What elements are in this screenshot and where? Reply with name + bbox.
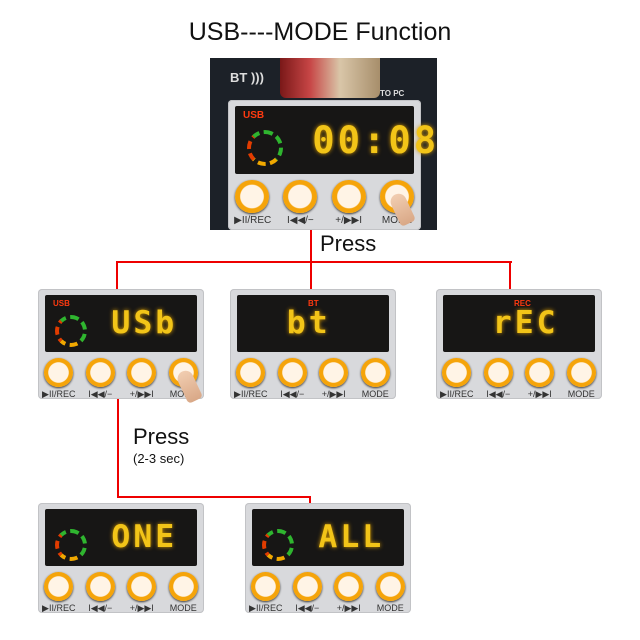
- mode-indicator: REC: [514, 299, 531, 308]
- button-mode[interactable]: [168, 572, 198, 601]
- press-label: Press: [320, 231, 377, 256]
- segment-display-text: bt: [286, 305, 331, 342]
- button-prev[interactable]: [277, 358, 307, 387]
- progress-ring-icon: [247, 129, 284, 167]
- lcd-display: ALL: [252, 509, 404, 567]
- segment-display-text: 00:08: [312, 118, 440, 163]
- button-label: MODE: [376, 602, 404, 613]
- button-mode[interactable]: [566, 358, 596, 387]
- wifi-signal-icon: ))): [250, 70, 264, 85]
- segment-display-text: ALL: [318, 519, 385, 556]
- button-label: +/▶▶I: [336, 602, 361, 613]
- page-title: USB----MODE Function: [188, 18, 452, 46]
- mode-indicator: USB: [243, 110, 265, 121]
- button-label: ▶II/REC: [440, 388, 474, 399]
- to-pc-label: TO PC: [380, 89, 405, 98]
- button-label: MODE: [567, 388, 595, 399]
- button-play-rec[interactable]: [44, 572, 74, 601]
- button-next[interactable]: [331, 179, 366, 214]
- button-label: I◀◀/−: [286, 215, 314, 227]
- button-label: I◀◀/−: [280, 388, 305, 399]
- button-next[interactable]: [127, 572, 157, 601]
- button-next[interactable]: [334, 572, 364, 601]
- button-label: +/▶▶I: [527, 388, 552, 399]
- button-mode[interactable]: [360, 358, 390, 387]
- button-next[interactable]: [525, 358, 555, 387]
- button-label: ▶II/REC: [249, 602, 283, 613]
- button-play-rec[interactable]: [44, 358, 74, 387]
- button-play-rec[interactable]: [442, 358, 472, 387]
- connector-line: [117, 398, 119, 498]
- button-label: +/▶▶I: [129, 388, 154, 399]
- button-label: +/▶▶I: [335, 215, 363, 227]
- connector-line: [116, 261, 512, 263]
- segment-display-text: USb: [111, 305, 178, 342]
- button-prev[interactable]: [85, 358, 115, 387]
- connector-line: [310, 230, 312, 263]
- mode-panel-one: ONE ▶II/REC I◀◀/− +/▶▶I MODE: [38, 503, 204, 613]
- segment-display-text: ONE: [111, 519, 178, 556]
- mode-indicator: USB: [53, 299, 70, 308]
- button-next[interactable]: [127, 358, 157, 387]
- button-label: ▶II/REC: [234, 215, 272, 227]
- button-prev[interactable]: [292, 572, 322, 601]
- button-label: MODE: [381, 215, 412, 227]
- button-play-rec[interactable]: [236, 358, 266, 387]
- button-prev[interactable]: [483, 358, 513, 387]
- button-label: I◀◀/−: [88, 388, 113, 399]
- usb-stick-image: [280, 58, 380, 98]
- button-label: I◀◀/−: [486, 388, 511, 399]
- button-play-rec[interactable]: [251, 572, 281, 601]
- button-next[interactable]: [319, 358, 349, 387]
- button-mode[interactable]: [375, 572, 405, 601]
- progress-ring-icon: [55, 315, 88, 348]
- lcd-display: ONE: [45, 509, 197, 567]
- press-duration-note: (2-3 sec): [133, 451, 185, 466]
- button-label: I◀◀/−: [295, 602, 320, 613]
- button-label: I◀◀/−: [88, 602, 113, 613]
- mode-indicator: BT: [308, 299, 319, 308]
- button-play-rec[interactable]: [235, 179, 270, 214]
- bt-text: BT: [230, 70, 248, 85]
- button-label: +/▶▶I: [129, 602, 154, 613]
- press-long-label: Press: [133, 424, 190, 449]
- connector-line: [309, 496, 311, 504]
- segment-display-text: rEC: [492, 305, 559, 342]
- bt-label: BT ))): [230, 70, 264, 85]
- button-prev[interactable]: [85, 572, 115, 601]
- progress-ring-icon: [55, 529, 88, 562]
- connector-line: [310, 261, 312, 289]
- button-label: MODE: [169, 602, 197, 613]
- button-label: ▶II/REC: [234, 388, 268, 399]
- button-label: ▶II/REC: [42, 388, 76, 399]
- button-prev[interactable]: [283, 179, 318, 214]
- lcd-display: USB USb: [45, 295, 197, 353]
- connector-line: [509, 261, 511, 289]
- button-label: +/▶▶I: [321, 388, 346, 399]
- mode-panel-all: ALL ▶II/REC I◀◀/− +/▶▶I MODE: [245, 503, 411, 613]
- progress-ring-icon: [262, 529, 295, 562]
- button-label: ▶II/REC: [42, 602, 76, 613]
- button-label: MODE: [361, 388, 389, 399]
- connector-line: [116, 261, 118, 289]
- connector-line: [117, 496, 311, 498]
